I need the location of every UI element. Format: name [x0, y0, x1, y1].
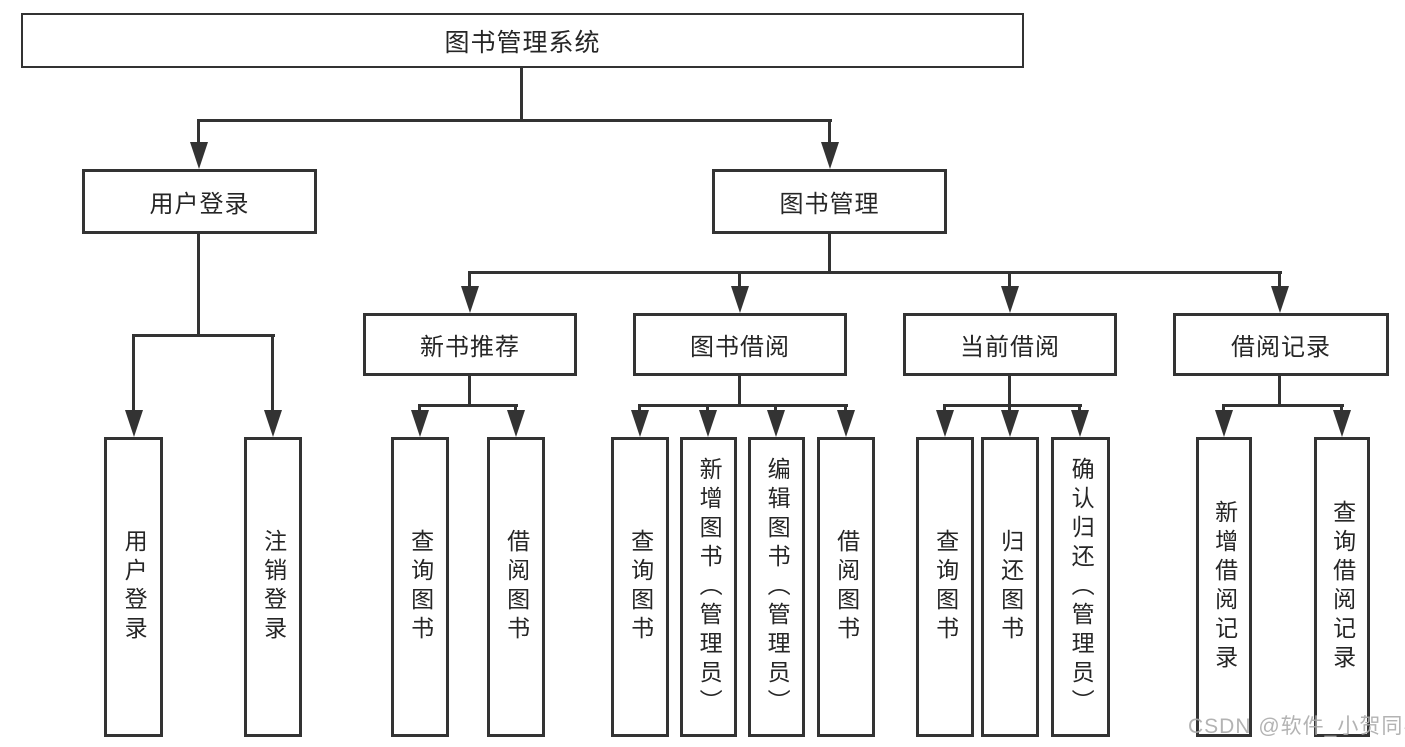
leaf-label: 新增借阅记录	[1211, 500, 1238, 674]
connector-line-vertical	[1340, 405, 1343, 412]
arrowhead-down-icon	[837, 410, 855, 437]
leaf-user-login: 用户登录	[104, 437, 163, 737]
connector-line-vertical	[738, 376, 741, 407]
connector-line-vertical	[1008, 376, 1011, 407]
leaf-label: 查询图书	[932, 529, 959, 645]
arrowhead-down-icon	[699, 410, 717, 437]
connector-line-vertical	[1078, 405, 1081, 412]
connector-line-horizontal	[638, 404, 848, 407]
connector-line-horizontal	[132, 334, 275, 337]
node-user-login-module: 用户登录	[82, 169, 317, 234]
connector-line-vertical	[197, 234, 200, 337]
csdn-watermark: CSDN @软件_小贺同学	[1188, 715, 1405, 738]
arrowhead-down-icon	[1001, 286, 1019, 313]
node-library-management-system: 图书管理系统	[21, 13, 1024, 68]
leaf-query-books-borrow: 查询图书	[611, 437, 669, 737]
leaf-return-book: 归还图书	[981, 437, 1039, 737]
connector-line-vertical	[943, 405, 946, 412]
connector-line-vertical	[738, 272, 741, 288]
connector-line-vertical	[1008, 405, 1011, 412]
leaf-label: 借阅图书	[503, 529, 530, 645]
arrowhead-down-icon	[631, 410, 649, 437]
node-book-management-module: 图书管理	[712, 169, 947, 234]
connector-line-vertical	[828, 234, 831, 274]
connector-line-vertical	[514, 405, 517, 412]
leaf-logout: 注销登录	[244, 437, 302, 737]
connector-line-vertical	[468, 272, 471, 288]
connector-line-vertical	[132, 335, 135, 412]
connector-line-vertical	[197, 120, 200, 146]
connector-line-vertical	[271, 335, 274, 412]
arrowhead-down-icon	[264, 410, 282, 437]
node-label: 当前借阅	[960, 334, 1060, 361]
arrowhead-down-icon	[411, 410, 429, 437]
connector-line-vertical	[1278, 272, 1281, 288]
connector-line-vertical	[1222, 405, 1225, 412]
connector-line-vertical	[418, 405, 421, 412]
arrowhead-down-icon	[1071, 410, 1089, 437]
leaf-label: 用户登录	[121, 529, 148, 645]
leaf-query-borrow-record: 查询借阅记录	[1314, 437, 1370, 737]
node-label: 图书借阅	[690, 334, 790, 361]
connector-line-horizontal	[943, 404, 1082, 407]
leaf-label: 归还图书	[997, 529, 1024, 645]
leaf-label: 查询借阅记录	[1329, 500, 1356, 674]
connector-line-horizontal	[468, 271, 1282, 274]
connector-line-vertical	[468, 376, 471, 407]
leaf-borrow-books: 借阅图书	[817, 437, 875, 737]
leaf-add-borrow-record: 新增借阅记录	[1196, 437, 1252, 737]
leaf-label: 确认归还（管理员）	[1068, 456, 1095, 718]
node-borrowing-records: 借阅记录	[1173, 313, 1389, 376]
arrowhead-down-icon	[190, 142, 208, 169]
node-label: 图书管理	[779, 191, 880, 218]
arrowhead-down-icon	[1271, 286, 1289, 313]
node-label: 新书推荐	[420, 334, 520, 361]
connector-line-horizontal	[197, 119, 832, 122]
leaf-query-books-recommend: 查询图书	[391, 437, 449, 737]
arrowhead-down-icon	[1001, 410, 1019, 437]
leaf-label: 注销登录	[260, 529, 287, 645]
leaf-label: 借阅图书	[833, 529, 860, 645]
connector-line-vertical	[638, 405, 641, 412]
connector-line-vertical	[706, 405, 709, 412]
connector-line-vertical	[1008, 272, 1011, 288]
leaf-confirm-return-admin: 确认归还（管理员）	[1051, 437, 1110, 737]
connector-line-vertical	[844, 405, 847, 412]
arrowhead-down-icon	[1215, 410, 1233, 437]
leaf-label: 新增图书（管理员）	[696, 456, 723, 718]
arrowhead-down-icon	[125, 410, 143, 437]
arrowhead-down-icon	[507, 410, 525, 437]
connector-line-vertical	[520, 68, 523, 120]
connector-line-vertical	[828, 120, 831, 146]
arrowhead-down-icon	[461, 286, 479, 313]
leaf-label: 查询图书	[627, 529, 654, 645]
node-book-borrowing: 图书借阅	[633, 313, 847, 376]
leaf-add-book-admin: 新增图书（管理员）	[680, 437, 737, 737]
node-label: 图书管理系统	[444, 28, 601, 57]
node-new-book-recommend: 新书推荐	[363, 313, 577, 376]
arrowhead-down-icon	[767, 410, 785, 437]
connector-line-vertical	[1278, 376, 1281, 407]
connector-line-horizontal	[1222, 404, 1344, 407]
arrowhead-down-icon	[936, 410, 954, 437]
connector-line-vertical	[774, 405, 777, 412]
node-label: 借阅记录	[1231, 334, 1331, 361]
arrowhead-down-icon	[1333, 410, 1351, 437]
arrowhead-down-icon	[731, 286, 749, 313]
leaf-edit-book-admin: 编辑图书（管理员）	[748, 437, 805, 737]
leaf-label: 编辑图书（管理员）	[764, 456, 791, 718]
arrowhead-down-icon	[821, 142, 839, 169]
leaf-query-books-current: 查询图书	[916, 437, 974, 737]
node-current-borrowing: 当前借阅	[903, 313, 1117, 376]
connector-line-horizontal	[418, 404, 518, 407]
leaf-borrow-books-recommend: 借阅图书	[487, 437, 545, 737]
node-label: 用户登录	[149, 191, 250, 218]
leaf-label: 查询图书	[407, 529, 434, 645]
